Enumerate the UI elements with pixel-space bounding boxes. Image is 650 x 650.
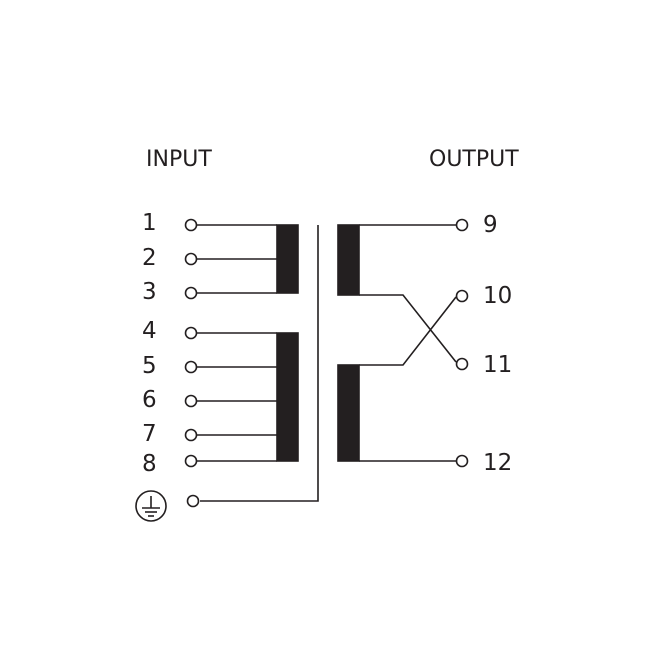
output-terminal-10 bbox=[455, 289, 469, 303]
secondary-winding-lower bbox=[337, 364, 360, 462]
output-wire-crossing-to-11 bbox=[359, 294, 457, 363]
input-heading: INPUT bbox=[146, 147, 212, 172]
output-terminal-12 bbox=[455, 454, 469, 468]
output-wire-crossing-to-10 bbox=[359, 296, 457, 366]
primary-winding-upper bbox=[276, 224, 299, 294]
input-terminal-label-6: 6 bbox=[142, 387, 157, 413]
primary-winding-lower bbox=[276, 332, 299, 462]
output-terminal-label-12: 12 bbox=[483, 450, 512, 476]
input-terminal-label-1: 1 bbox=[142, 210, 157, 236]
input-terminal-3 bbox=[184, 286, 198, 300]
input-terminal-2 bbox=[184, 252, 198, 266]
input-terminal-7 bbox=[184, 428, 198, 442]
input-terminal-label-3: 3 bbox=[142, 279, 157, 305]
input-terminal-5 bbox=[184, 360, 198, 374]
output-terminal-label-9: 9 bbox=[483, 212, 498, 238]
input-terminal-4 bbox=[184, 326, 198, 340]
core-shield-line bbox=[200, 225, 319, 502]
output-terminal-11 bbox=[455, 357, 469, 371]
input-terminal-label-5: 5 bbox=[142, 353, 157, 379]
input-terminal-label-8: 8 bbox=[142, 451, 157, 477]
input-terminal-1 bbox=[184, 218, 198, 232]
input-terminal-label-7: 7 bbox=[142, 421, 157, 447]
ground-terminal bbox=[186, 494, 200, 508]
input-terminal-6 bbox=[184, 394, 198, 408]
secondary-winding-upper bbox=[337, 224, 360, 296]
output-terminal-label-10: 10 bbox=[483, 283, 512, 309]
input-terminal-label-2: 2 bbox=[142, 245, 157, 271]
input-terminal-label-4: 4 bbox=[142, 318, 157, 344]
protective-earth-icon bbox=[135, 490, 167, 522]
output-terminal-9 bbox=[455, 218, 469, 232]
output-heading: OUTPUT bbox=[429, 147, 519, 172]
output-terminal-label-11: 11 bbox=[483, 352, 512, 378]
input-terminal-8 bbox=[184, 454, 198, 468]
